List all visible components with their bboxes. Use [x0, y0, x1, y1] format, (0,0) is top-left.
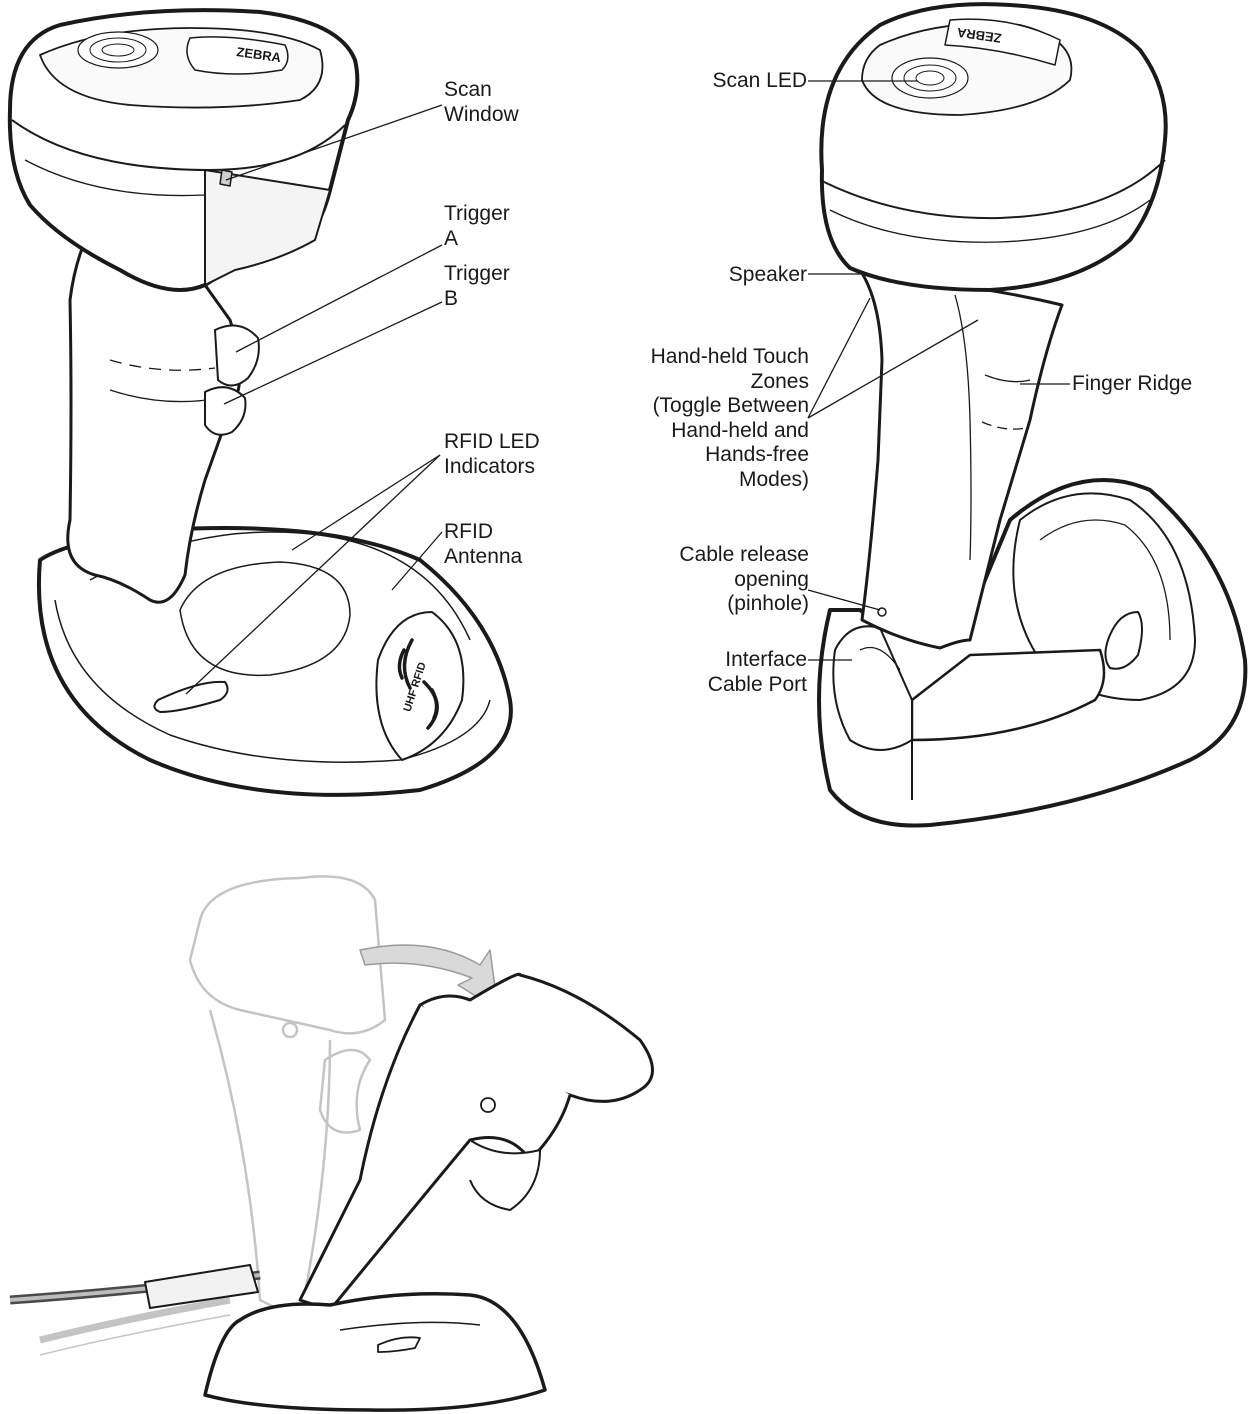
front-view-scanner — [10, 10, 511, 795]
label-speaker: Speaker — [729, 263, 807, 288]
label-scan-window: Scan Window — [444, 78, 519, 127]
label-finger-ridge: Finger Ridge — [1072, 372, 1192, 397]
label-rfid-antenna: RFID Antenna — [444, 520, 522, 569]
label-cable-release-opening: Cable release opening (pinhole) — [679, 543, 809, 617]
trigger-a-shape — [215, 326, 259, 386]
label-trigger-a: Trigger A — [444, 202, 510, 251]
scan-window-face — [205, 170, 330, 285]
label-scan-led: Scan LED — [712, 69, 807, 94]
leader-rfid-led-1 — [292, 455, 440, 550]
label-interface-cable-port: Interface Cable Port — [708, 648, 807, 697]
label-trigger-b: Trigger B — [444, 262, 510, 311]
rotation-view — [10, 876, 653, 1410]
cable-connector — [145, 1265, 258, 1308]
trigger-b-shape — [205, 387, 245, 435]
rear-scan-led-rings — [892, 58, 968, 98]
rear-view-scanner — [819, 4, 1245, 825]
rotation-base — [205, 1294, 545, 1410]
label-rfid-led-indicators: RFID LED Indicators — [444, 430, 540, 479]
label-hand-held-touch-zones: Hand-held Touch Zones (Toggle Between Ha… — [651, 345, 809, 492]
rotated-scanner — [300, 974, 653, 1310]
